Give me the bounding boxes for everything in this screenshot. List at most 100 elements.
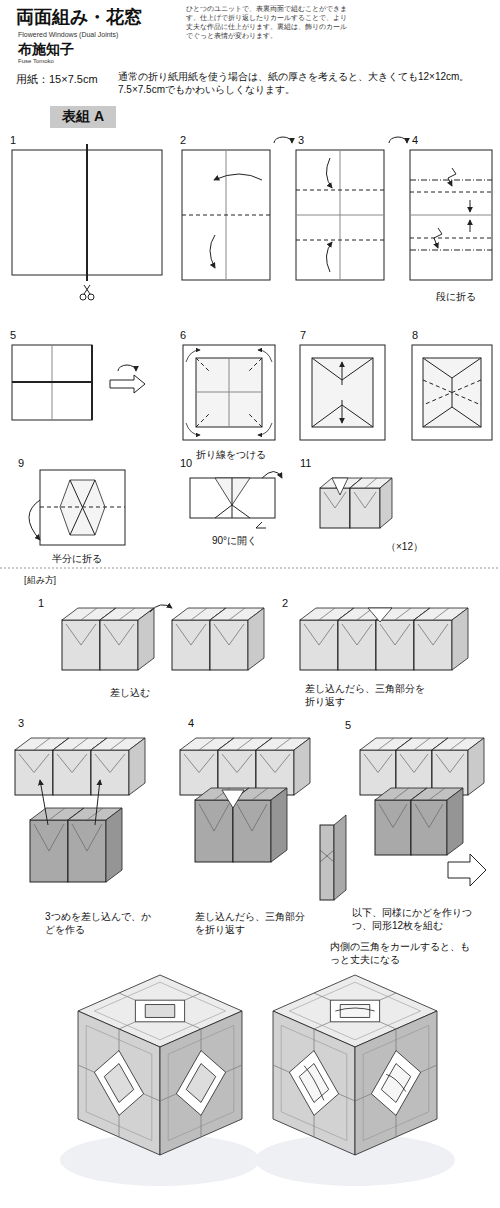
crease-line [423, 407, 452, 427]
crease-line [319, 608, 335, 620]
crease-line [418, 624, 433, 645]
crease-line [275, 754, 290, 773]
crease-line [281, 1069, 282, 1112]
unit-face [195, 800, 233, 862]
crease-line [393, 804, 407, 828]
crease-line [365, 478, 377, 488]
crease-line [199, 754, 214, 773]
crease-line [414, 754, 428, 773]
step-note: 90°に開く [212, 534, 257, 547]
crease-line [320, 850, 334, 862]
crease-line [452, 358, 481, 378]
unit-side [106, 808, 122, 882]
window-petal [145, 1005, 175, 1018]
unit-face [350, 488, 380, 528]
step-note: （×12） [386, 540, 423, 553]
crease-line [414, 738, 430, 750]
section-heading: [組み方] [24, 575, 56, 587]
crease-line [410, 238, 492, 239]
crease-line [378, 754, 392, 773]
crease-line [196, 392, 262, 393]
crease-line [86, 1112, 119, 1126]
crease-line [429, 804, 443, 828]
crease-line [49, 824, 64, 851]
flap [332, 478, 348, 495]
crease-line [281, 1112, 314, 1126]
crease-line [40, 507, 125, 508]
fold-arrow [29, 500, 40, 540]
step-number: 2 [282, 596, 288, 610]
crease-line [215, 505, 232, 518]
crease-line [342, 358, 373, 380]
unit-face [15, 750, 53, 795]
crease-line [260, 754, 275, 773]
step-number: 2 [180, 133, 186, 147]
cube-face [160, 1011, 242, 1155]
paper-sheet [410, 150, 492, 280]
crease-line [355, 982, 388, 996]
crease-line [248, 358, 262, 372]
crease-line [289, 997, 322, 1011]
crease-line [81, 624, 96, 645]
crease-line [314, 1040, 347, 1054]
crease-line [428, 1069, 429, 1112]
unit-face [210, 620, 248, 670]
curled-triangle [304, 1066, 324, 1101]
crease-line [237, 804, 252, 831]
crease-line [470, 220, 471, 232]
arrow-symbol [110, 375, 145, 393]
crease-line [393, 788, 409, 800]
crease-line [346, 1054, 347, 1097]
crease-line [357, 624, 372, 645]
fold-arrow [326, 242, 332, 272]
crease-line [229, 608, 245, 620]
step-number: 4 [412, 133, 418, 147]
crease-line [378, 738, 394, 750]
unit-seam [119, 993, 201, 1029]
crease-line [275, 738, 291, 750]
step-number: 3 [18, 716, 24, 730]
crease-line [342, 400, 343, 423]
turn-over-symbol [118, 365, 136, 371]
unit-face [30, 820, 68, 882]
open-mark [256, 528, 266, 529]
crease-line [214, 624, 229, 645]
scissors-symbol [84, 285, 90, 294]
crease-line [452, 407, 481, 427]
crease-line [396, 1025, 429, 1039]
crease-line [91, 345, 93, 420]
crease-line [182, 215, 270, 216]
crease-line [363, 1097, 364, 1140]
fold-arrow [262, 472, 282, 479]
crease-line [34, 754, 49, 773]
scissors-symbol [88, 294, 94, 300]
crease-line [423, 380, 481, 405]
crease-line [49, 808, 65, 820]
crease-line [72, 754, 87, 773]
cut-line [86, 144, 88, 281]
crease-line [410, 250, 492, 251]
unit-face [68, 820, 106, 882]
flower-window [135, 1000, 184, 1022]
fold-arrow [326, 158, 332, 188]
crease-line [201, 1025, 234, 1039]
crease-line [324, 492, 335, 508]
crease-line [423, 380, 481, 405]
crease-line [395, 624, 410, 645]
crease-line [191, 608, 207, 620]
crease-line [365, 492, 376, 508]
step-note: 折り線をつける [196, 448, 266, 461]
step-number: 3 [298, 133, 304, 147]
title: 両面組み・花窓 [16, 6, 142, 29]
unit-side [248, 608, 264, 670]
note: 通常の折り紙用紙を使う場合は、紙の厚さを考えると、大きくても12×12cm。7.… [118, 70, 493, 96]
crease-line [319, 624, 334, 645]
step-note: 内側の三角をカールすると、もっと丈夫になる [330, 940, 472, 966]
crease-line [436, 754, 450, 773]
crease-line [232, 505, 250, 518]
crease-line [450, 754, 464, 773]
crease-line [151, 1097, 152, 1140]
window-petal [186, 1064, 216, 1103]
crease-line [342, 405, 373, 427]
paper-sheet [12, 345, 92, 420]
